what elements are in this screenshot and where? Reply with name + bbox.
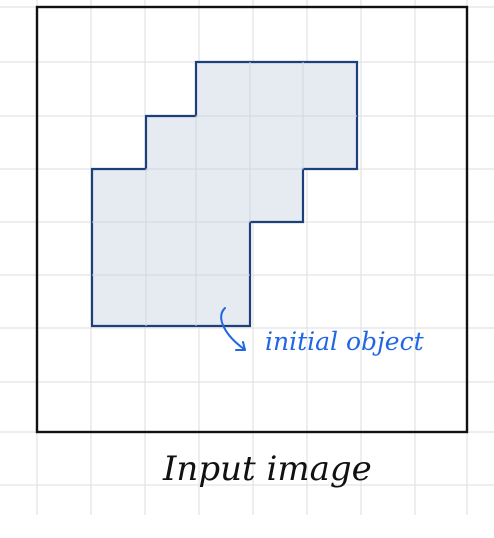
annotation: initial object bbox=[220, 307, 425, 356]
input-image-frame bbox=[35, 5, 469, 434]
annotation-label: initial object bbox=[265, 327, 425, 356]
object-outline bbox=[90, 60, 359, 328]
object-inner-grid bbox=[92, 62, 357, 326]
arrowhead-icon bbox=[235, 341, 246, 351]
initial-object-shape bbox=[90, 60, 359, 328]
caption: Input image bbox=[162, 449, 372, 489]
arrow-icon bbox=[220, 307, 245, 350]
